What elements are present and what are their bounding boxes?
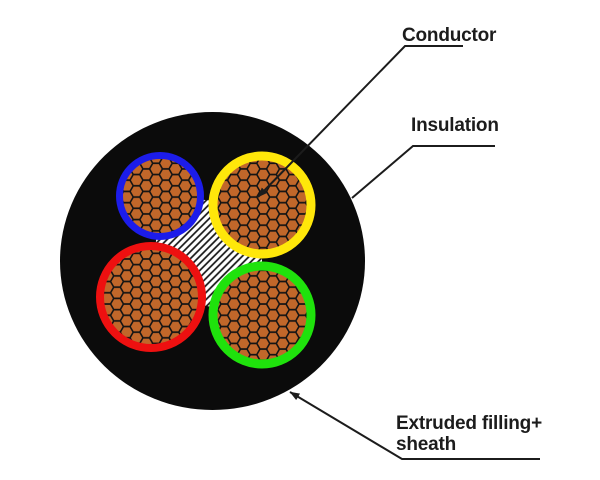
sheath-leader-line <box>289 391 540 460</box>
sheath-label-line2: sheath <box>396 434 457 455</box>
sheath-label-line1: Extruded filling+ <box>396 413 542 434</box>
conductor-leader-line <box>257 45 463 198</box>
sheath-label: Extruded filling+ sheath <box>396 413 542 455</box>
core-bottom-right-green <box>208 261 316 369</box>
insulation-label: Insulation <box>411 115 499 136</box>
core-top-right-yellow <box>208 151 316 259</box>
leader-lines <box>257 45 540 460</box>
core-bottom-left-red <box>96 242 206 352</box>
insulation-leader-line <box>351 145 495 199</box>
conductor-label: Conductor <box>402 25 497 46</box>
core-top-left-blue <box>116 152 204 240</box>
